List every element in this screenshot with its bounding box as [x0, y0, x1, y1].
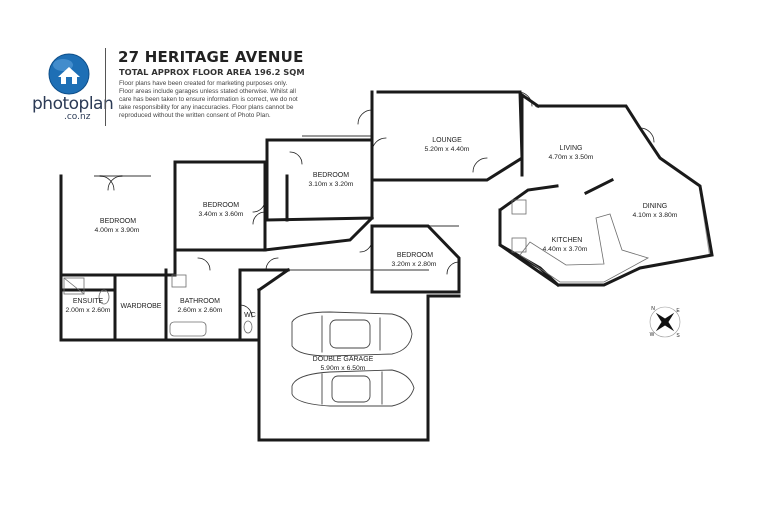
room-lounge-name: LOUNGE — [432, 137, 462, 144]
header-divider — [105, 48, 106, 126]
room-wc-name: WC — [244, 312, 256, 319]
room-bedroom-b-dims: 3.40m x 3.60m — [199, 211, 244, 218]
room-garage-name: DOUBLE GARAGE — [313, 356, 374, 363]
room-bathroom-name: BATHROOM — [180, 298, 220, 305]
room-living-dims: 4.70m x 3.50m — [549, 154, 594, 161]
door-swings — [99, 91, 655, 318]
photoplan-logo-icon — [48, 53, 90, 95]
compass-s: S — [676, 333, 680, 339]
room-labels: LOUNGE 5.20m x 4.40m LIVING 4.70m x 3.50… — [66, 137, 678, 372]
room-bedroom-c-dims: 4.00m x 3.90m — [95, 227, 140, 234]
fixtures — [63, 177, 650, 337]
room-bedroom-b-name: BEDROOM — [203, 202, 239, 209]
room-ensuite-name: ENSUITE — [73, 298, 104, 305]
compass-e: E — [676, 308, 680, 314]
brand-name: photoplan — [32, 94, 114, 114]
disclaimer-text: Floor plans have been created for market… — [119, 80, 298, 119]
room-bathroom-dims: 2.60m x 2.60m — [178, 307, 223, 314]
room-kitchen-name: KITCHEN — [552, 237, 583, 244]
room-living-name: LIVING — [560, 145, 583, 152]
room-ensuite-dims: 2.00m x 2.60m — [66, 307, 111, 314]
compass-icon: N S E W — [650, 306, 681, 339]
page-title: 27 HERITAGE AVENUE — [118, 48, 304, 66]
room-bedroom-d-dims: 3.20m x 2.80m — [392, 261, 437, 268]
room-bedroom-a-dims: 3.10m x 3.20m — [309, 181, 354, 188]
walls — [59, 90, 714, 442]
compass-n: N — [651, 306, 655, 312]
compass-w: W — [650, 332, 655, 338]
floor-area-subtitle: TOTAL APPROX FLOOR AREA 196.2 SQM — [119, 67, 305, 77]
room-lounge-dims: 5.20m x 4.40m — [425, 146, 470, 153]
car-icon — [291, 369, 415, 407]
room-bedroom-c-name: BEDROOM — [100, 218, 136, 225]
room-garage-dims: 5.90m x 6.50m — [321, 365, 366, 372]
room-kitchen-dims: 4.40m x 3.70m — [543, 246, 588, 253]
room-bedroom-a-name: BEDROOM — [313, 172, 349, 179]
room-wardrobe-name: WARDROBE — [121, 303, 162, 310]
room-bedroom-d-name: BEDROOM — [397, 252, 433, 259]
brand-domain: .co.nz — [64, 112, 91, 122]
room-dining-dims: 4.10m x 3.80m — [633, 212, 678, 219]
room-dining-name: DINING — [643, 203, 668, 210]
car-icon — [291, 311, 413, 357]
